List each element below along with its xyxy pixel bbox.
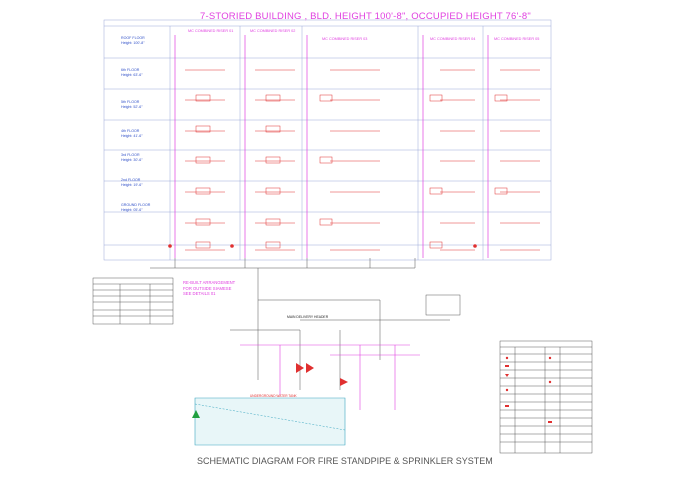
sprinkler-branches xyxy=(185,69,540,251)
drawing-title: 7-STORIED BUILDING , BLD. HEIGHT 100'-8"… xyxy=(200,11,531,22)
schedule-table xyxy=(92,277,174,325)
header-label: MAIN DELIVERY HEADER xyxy=(287,315,329,319)
sprinkler-boxes xyxy=(195,94,508,249)
legend-table xyxy=(499,340,593,454)
water-tank xyxy=(192,397,346,446)
riser-pipes xyxy=(174,35,489,258)
riser-label-1: MC COMBINED RISER 01 xyxy=(188,29,234,33)
pump-piping xyxy=(240,344,420,410)
info-box xyxy=(425,294,461,316)
tank-label: UNDERGROUND WATER TANK xyxy=(250,394,297,398)
ground-header xyxy=(150,258,450,390)
siamese-note: RE-BUILT ARRANGEMENT FOR OUTSIDE SIAMESE… xyxy=(183,280,236,296)
riser-label-5: MC COMBINED RISER 05 xyxy=(494,37,540,41)
riser-label-2: MC COMBINED RISER 02 xyxy=(250,29,296,33)
pump-symbols xyxy=(168,244,477,386)
legend-symbols xyxy=(505,356,552,423)
drawing-subtitle: SCHEMATIC DIAGRAM FOR FIRE STANDPIPE & S… xyxy=(197,456,493,466)
riser-label-3: MC COMBINED RISER 03 xyxy=(322,37,368,41)
floor-grid xyxy=(103,19,552,261)
riser-label-4: MC COMBINED RISER 04 xyxy=(430,37,476,41)
